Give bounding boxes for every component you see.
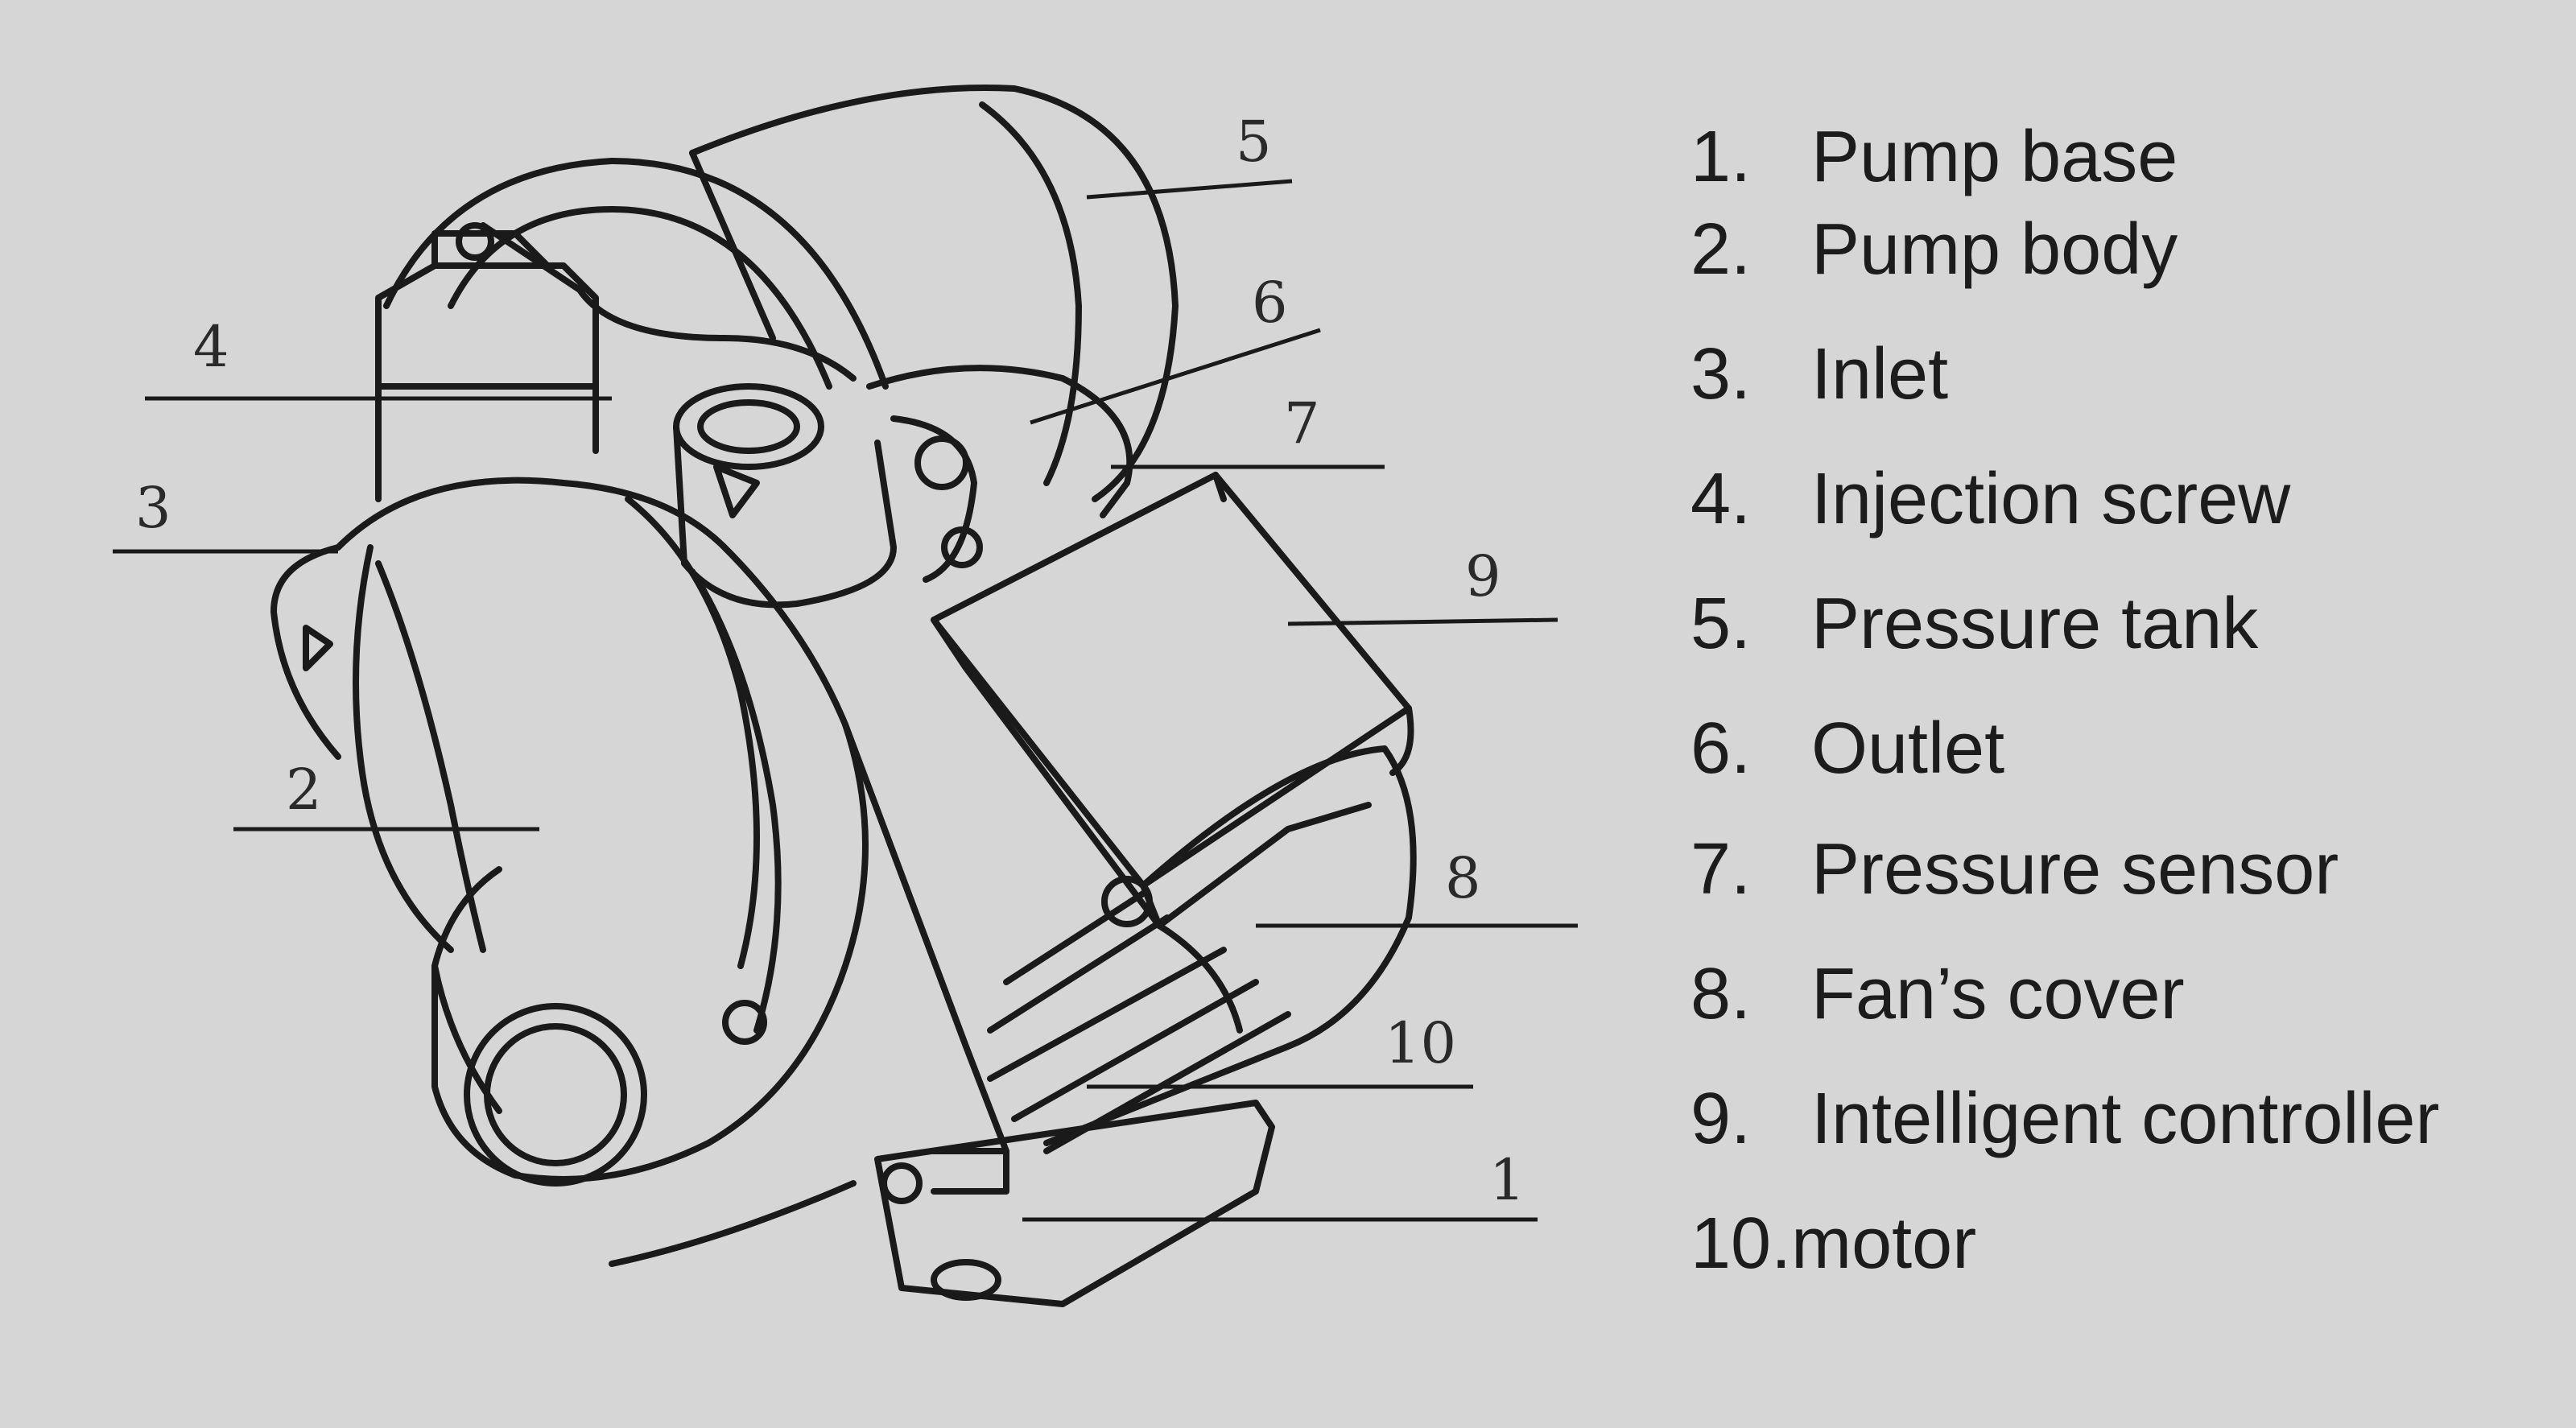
legend-num: 10. [1690, 1203, 1792, 1284]
legend-num: 6. [1690, 708, 1752, 789]
legend-num: 4. [1690, 459, 1752, 539]
legend-item-1: 1. Pump base [1690, 113, 2178, 201]
legend-label: Fan’s cover [1811, 954, 2185, 1034]
legend-item-7: 7. Pressure sensor [1690, 825, 2339, 914]
legend-item-8: 8. Fan’s cover [1690, 950, 2185, 1038]
legend-label: Outlet [1811, 708, 2005, 789]
legend-label: motor [1791, 1203, 1977, 1284]
legend-num: 3. [1690, 334, 1752, 415]
callout-6: 6 [1252, 270, 1288, 336]
base-plate-shape [609, 1100, 1275, 1307]
callout-9: 9 [1465, 543, 1501, 609]
callout-numbers: 1 2 3 4 5 6 7 8 9 10 [135, 109, 1525, 1213]
pump-body-shape [270, 477, 869, 1182]
flange-bolt-shape [722, 1000, 767, 1045]
legend-item-3: 3. Inlet [1690, 330, 1948, 419]
legend-label: Intelligent controller [1811, 1079, 2440, 1159]
callout-4: 4 [193, 314, 229, 380]
legend-num: 7. [1690, 829, 1752, 910]
legend-label: Pump body [1811, 209, 2178, 290]
callout-7: 7 [1284, 390, 1320, 456]
legend-num: 9. [1690, 1079, 1752, 1159]
injection-screw-shape [375, 222, 599, 502]
legend-item-5: 5. Pressure tank [1690, 580, 2258, 668]
leader-line-8-9 [1287, 617, 1558, 626]
legend-item-6: 6. Outlet [1690, 704, 2004, 793]
legend-label: Pressure tank [1811, 584, 2259, 664]
leader-line-5 [1086, 179, 1293, 200]
legend-num: 2. [1690, 209, 1752, 290]
leader-line-6 [1030, 328, 1321, 425]
legend-label: Injection screw [1811, 459, 2291, 539]
motor-shape [842, 721, 1417, 1154]
legend-label: Inlet [1811, 334, 1949, 415]
legend-num: 8. [1690, 954, 1752, 1034]
legend-num: 1. [1690, 117, 1752, 197]
callout-3: 3 [135, 475, 171, 541]
outlet-shape [673, 365, 1133, 609]
callout-1: 1 [1489, 1147, 1525, 1213]
legend-item-2: 2. Pump body [1690, 205, 2178, 294]
legend-num: 5. [1690, 584, 1752, 664]
legend-label: Pressure sensor [1811, 829, 2339, 910]
pump-drawing [270, 85, 1417, 1307]
callout-5: 5 [1236, 109, 1272, 175]
callout-10: 10 [1385, 1010, 1456, 1076]
legend-item-4: 4. Injection screw [1690, 455, 2290, 543]
callout-2: 2 [286, 757, 322, 823]
legend-item-9: 9. Intelligent controller [1690, 1075, 2439, 1163]
callout-8: 8 [1445, 845, 1481, 911]
legend-item-10: 10.motor [1690, 1199, 1976, 1288]
leader-lines [113, 179, 1578, 1222]
inlet-port-shape [464, 1003, 647, 1187]
legend-label: Pump base [1811, 117, 2178, 197]
